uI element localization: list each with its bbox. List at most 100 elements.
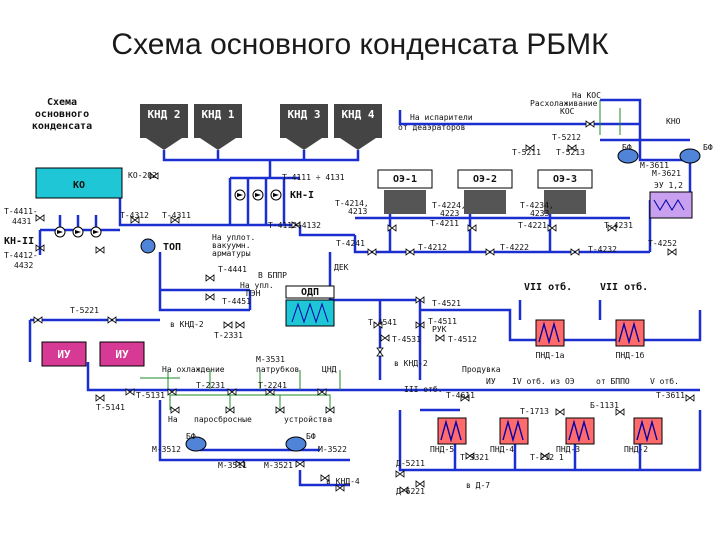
scheme-label-line: Схема <box>47 97 77 108</box>
oe-unit: ОЭ-3 <box>537 169 593 214</box>
note-label: Т-4521 <box>432 299 461 308</box>
branches <box>140 100 621 410</box>
knd-condensers: КНД 2 КНД 1 КНД 3 КНД 4 <box>140 104 382 150</box>
note-label: Т-4511 <box>428 317 457 326</box>
iu-label: ИУ <box>57 348 71 361</box>
note-label: Т-4212 <box>418 243 447 252</box>
oe-unit: ОЭ-1 <box>377 169 433 214</box>
note-label: На <box>168 415 178 424</box>
note-label: VII отб. <box>524 281 572 293</box>
note-label: Т-4451 <box>222 297 251 306</box>
top-unit: ТОП <box>140 238 181 254</box>
scheme-label-line: конденсата <box>32 121 92 132</box>
kn2-pumps <box>54 226 102 238</box>
note-label: Расхолаживание <box>530 99 598 108</box>
note-label: VII отб. <box>600 281 648 293</box>
note-label: Т-212 1 <box>530 453 564 462</box>
knd-unit: КНД 1 <box>194 104 242 150</box>
note-label: На охлаждение <box>162 365 225 374</box>
kn1-pumps <box>234 189 282 201</box>
kn1-label: КН-I <box>290 190 314 201</box>
bf-label: БФ <box>703 143 713 152</box>
note-label: вакуумн. <box>212 241 251 250</box>
note-label: Т-4441 <box>218 265 247 274</box>
note-label: паросбросные <box>194 414 252 424</box>
note-label: V отб. <box>650 376 679 386</box>
ko-unit: КО <box>35 167 123 199</box>
oe-ejectors: ОЭ-1 ОЭ-2 ОЭ-3 <box>377 169 593 214</box>
knd-unit: КНД 2 <box>140 104 188 150</box>
ko-label: КО <box>73 180 85 191</box>
note-label: Т-4234, <box>520 201 554 210</box>
odp-label: ОДП <box>301 287 319 298</box>
note-label: Т-4541 <box>368 318 397 327</box>
note-label: в КНД-2 <box>170 320 204 329</box>
bf-label: БФ <box>306 432 316 441</box>
note-label: 4213 <box>348 207 367 216</box>
note-label: Т-5131 <box>136 391 165 400</box>
note-label: 4432 <box>14 261 33 270</box>
note-label: в КНД-4 <box>326 477 360 486</box>
note-label: патрубков <box>256 364 299 374</box>
scheme-label: Схема основного конденсата <box>32 97 92 132</box>
note-label: Т-4531 <box>392 335 421 344</box>
knd-label: КНД 3 <box>287 108 320 121</box>
knd-label: КНД 1 <box>201 108 234 121</box>
note-label: Т-4232 <box>588 245 617 254</box>
note-label: Т-4231 <box>604 221 633 230</box>
note-label: ПЭН <box>246 289 261 298</box>
pnd-upper: ПНД-1а ПНД-1б <box>535 319 645 360</box>
note-label: Т-5211 <box>512 148 541 157</box>
note-label: М-3522 <box>318 445 347 454</box>
note-label: III отб. <box>404 384 443 394</box>
note-label: М-3621 <box>652 169 681 178</box>
note-label: ЭУ 1,2 <box>654 181 683 190</box>
oe-unit: ОЭ-2 <box>457 169 513 214</box>
note-label: Т-5221 <box>70 306 99 315</box>
note-label: Т-4311 <box>162 211 191 220</box>
note-label: арматуры <box>212 249 251 258</box>
odp-unit: ОДП <box>285 285 335 327</box>
note-label: Т-2241 <box>258 381 287 390</box>
note-label: Т-4512 <box>448 335 477 344</box>
note-label: Т-4111 ÷ 4131 <box>282 173 345 182</box>
note-label: Т-4241 <box>336 239 365 248</box>
note-label: В БППР <box>258 271 287 280</box>
eu-unit <box>649 191 693 219</box>
note-label: Б-1131 <box>590 401 619 410</box>
note-label: Т-4312 <box>120 211 149 220</box>
note-label: 4431 <box>12 217 31 226</box>
pnd-label: ПНД-1б <box>616 350 645 360</box>
note-label: от БППО <box>596 377 630 386</box>
note-label: Т-3611 <box>656 391 685 400</box>
pnd-label: ПНД-4 <box>490 445 514 454</box>
note-label: На упл. <box>240 281 274 290</box>
note-label: Т-4611 <box>446 391 475 400</box>
note-label: Т-4412- <box>4 251 38 260</box>
bf-filters: БФ БФ БФ БФ <box>185 143 713 452</box>
note-label: 4223 <box>440 209 459 218</box>
note-label: Т-2231 <box>196 381 225 390</box>
note-label: М-3511 <box>218 461 247 470</box>
scheme-label-line: основного <box>35 109 89 120</box>
oe-label: ОЭ-1 <box>393 174 417 185</box>
bf-label: БФ <box>186 432 196 441</box>
note-label: Т-3321 <box>460 453 489 462</box>
pnd-label: ПНД-2 <box>624 445 648 454</box>
pnd-label: ПНД-5 <box>430 445 454 454</box>
knd-label: КНД 2 <box>147 108 180 121</box>
iu-label: ИУ <box>115 348 129 361</box>
note-label: Т-5213 <box>556 148 585 157</box>
labels: На КОС Расхолаживание КОС На испарители … <box>4 91 685 496</box>
note-label: КОС <box>560 107 575 116</box>
note-label: М-3531 <box>256 355 285 364</box>
note-label: На уплот. <box>212 233 255 242</box>
knd-unit: КНД 4 <box>334 104 382 150</box>
note-label: Т-4222 <box>500 243 529 252</box>
note-label: М-3611 <box>640 161 669 170</box>
note-label: 4233 <box>530 209 549 218</box>
knd-unit: КНД 3 <box>280 104 328 150</box>
note-label: Д-5211 <box>396 459 425 468</box>
note-label: КНО <box>666 117 681 126</box>
